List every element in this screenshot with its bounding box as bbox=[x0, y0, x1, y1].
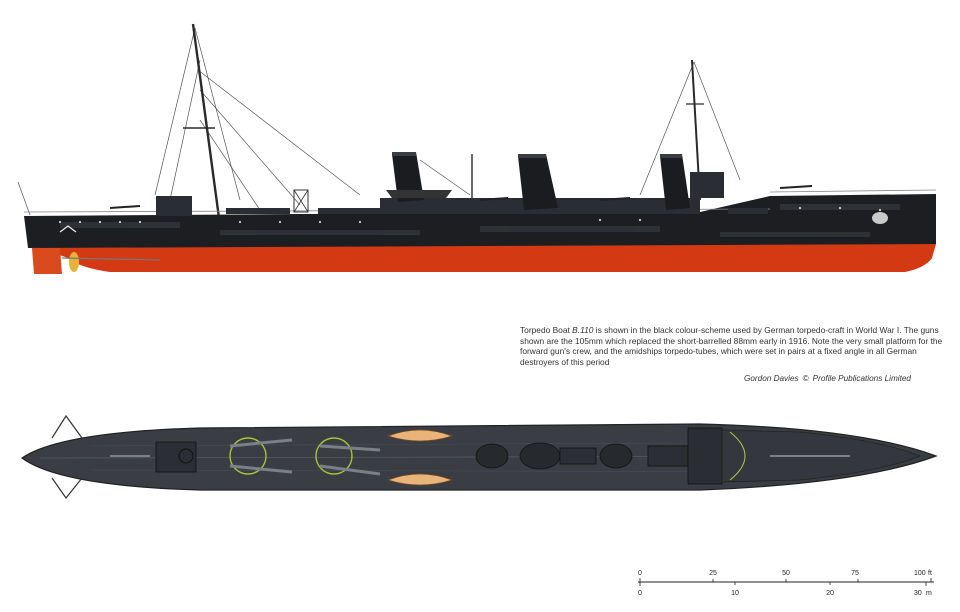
scale-bar: 0 25 50 75 100 ft 0 10 20 30 m bbox=[638, 570, 934, 597]
credit-line: Gordon Davies©Profile Publications Limit… bbox=[744, 374, 944, 383]
copyright-symbol: © bbox=[802, 374, 809, 383]
scale-feet-tick-50: 50 bbox=[782, 570, 790, 577]
scale-meter-tick-0: 0 bbox=[638, 590, 642, 597]
ship-side-profile-illustration bbox=[17, 23, 937, 274]
scale-meter-tick-20: 20 bbox=[826, 590, 834, 597]
scale-feet-unit: ft bbox=[928, 570, 932, 577]
caption-text: Torpedo Boat B.110 is shown in the black… bbox=[520, 325, 945, 367]
credit-artist: Gordon Davies bbox=[744, 374, 799, 383]
scale-meter-unit: m bbox=[926, 590, 932, 597]
credit-publisher: Profile Publications Limited bbox=[812, 374, 911, 383]
scale-meter-tick-10: 10 bbox=[731, 590, 739, 597]
caption-boat-name: B.110 bbox=[572, 325, 594, 335]
caption-prefix: Torpedo Boat bbox=[520, 325, 573, 335]
scale-feet-tick-75: 75 bbox=[851, 570, 859, 577]
scale-feet-tick-0: 0 bbox=[638, 570, 642, 577]
ship-plan-view-illustration bbox=[20, 414, 938, 500]
scale-meter-tick-30: 30 bbox=[914, 590, 922, 597]
caption-body: is shown in the black colour-scheme used… bbox=[520, 325, 943, 367]
scale-feet-tick-25: 25 bbox=[709, 570, 717, 577]
scale-feet-tick-100: 100 bbox=[914, 570, 926, 577]
